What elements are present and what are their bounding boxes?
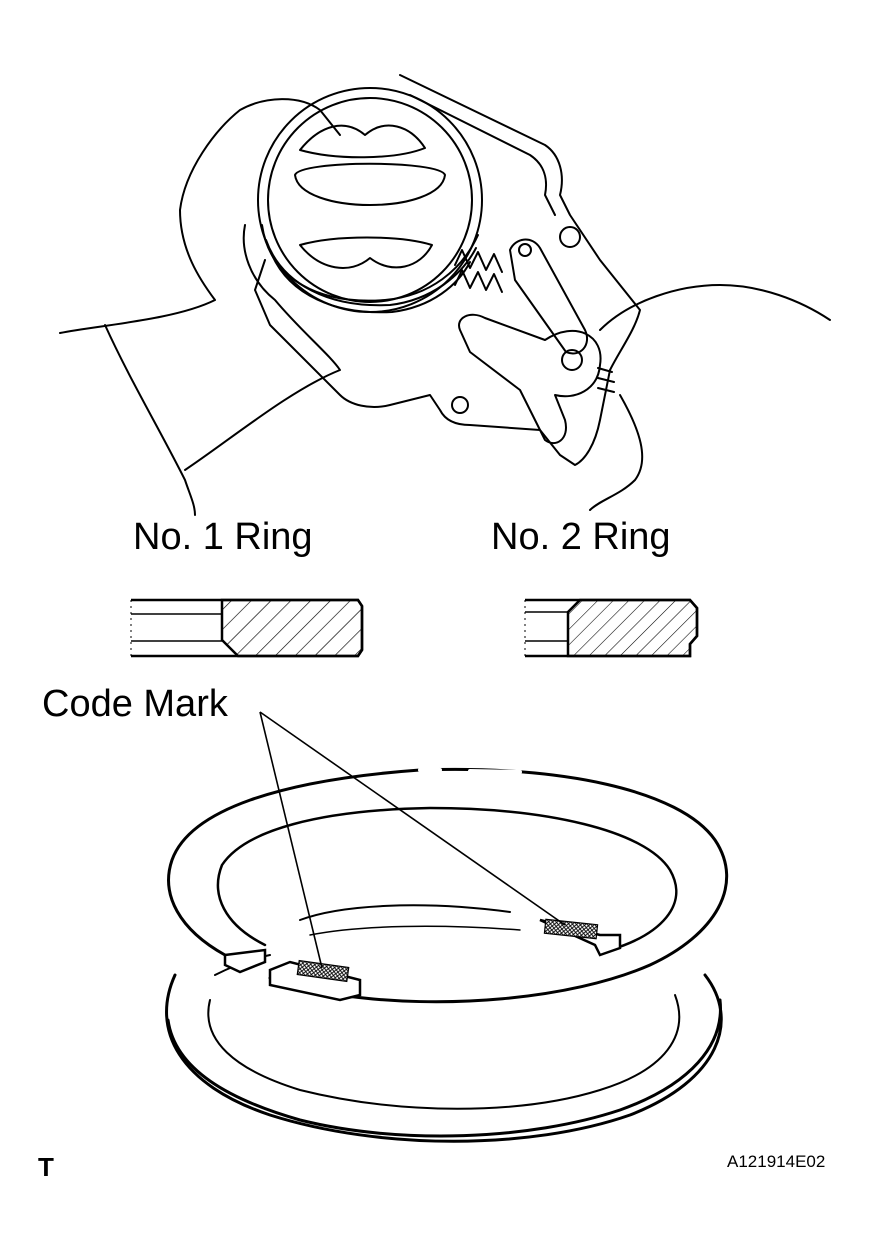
left-arm-lower xyxy=(104,324,196,516)
valve-recess-top xyxy=(299,124,426,159)
ring1-label: No. 1 Ring xyxy=(133,516,313,558)
piston-ring-groove-1 xyxy=(265,239,477,307)
expander-body xyxy=(254,74,641,466)
left-hand-outline xyxy=(59,98,341,334)
expander-lever-upper xyxy=(509,238,588,355)
lever-pivot-upper xyxy=(559,226,581,248)
upper-ring-outer xyxy=(167,767,729,1004)
piston-skirt xyxy=(261,224,479,302)
piston-ring-groove-2 xyxy=(271,254,471,314)
lower-ring xyxy=(165,973,723,1143)
ring-gap-right-end xyxy=(268,960,362,1002)
ring2-cross-section xyxy=(524,598,699,658)
code-mark-label: Code Mark xyxy=(42,683,228,725)
corner-mark: T xyxy=(38,1152,54,1182)
figure-code: A121914E02 xyxy=(727,1152,826,1171)
expander-inner-edge xyxy=(409,94,556,216)
lever-pivot-large xyxy=(561,349,583,371)
right-hand-lower xyxy=(589,394,644,511)
ring-expander-scene xyxy=(59,74,831,516)
lever-pivot-bottom xyxy=(451,396,469,414)
ring1-cross-section xyxy=(130,598,364,658)
stacked-rings xyxy=(165,767,729,1143)
ring2-label: No. 2 Ring xyxy=(491,516,671,558)
piston-crown-inner xyxy=(267,97,473,303)
code-mark-leaders xyxy=(259,711,566,969)
right-hand-outline xyxy=(599,284,831,331)
lever-pivot-small xyxy=(518,243,532,257)
right-hand-grip xyxy=(597,367,615,393)
code-mark-patch-left xyxy=(296,959,350,983)
expander-lever-lower xyxy=(458,313,602,445)
crown-bowl xyxy=(294,162,446,206)
code-mark-patch-right xyxy=(543,918,599,940)
left-hand-palm xyxy=(184,224,341,471)
valve-recess-bottom xyxy=(299,236,433,269)
upper-ring-inner xyxy=(216,806,678,952)
ring-gap-left-end xyxy=(223,948,267,974)
expander-spring xyxy=(454,249,503,293)
